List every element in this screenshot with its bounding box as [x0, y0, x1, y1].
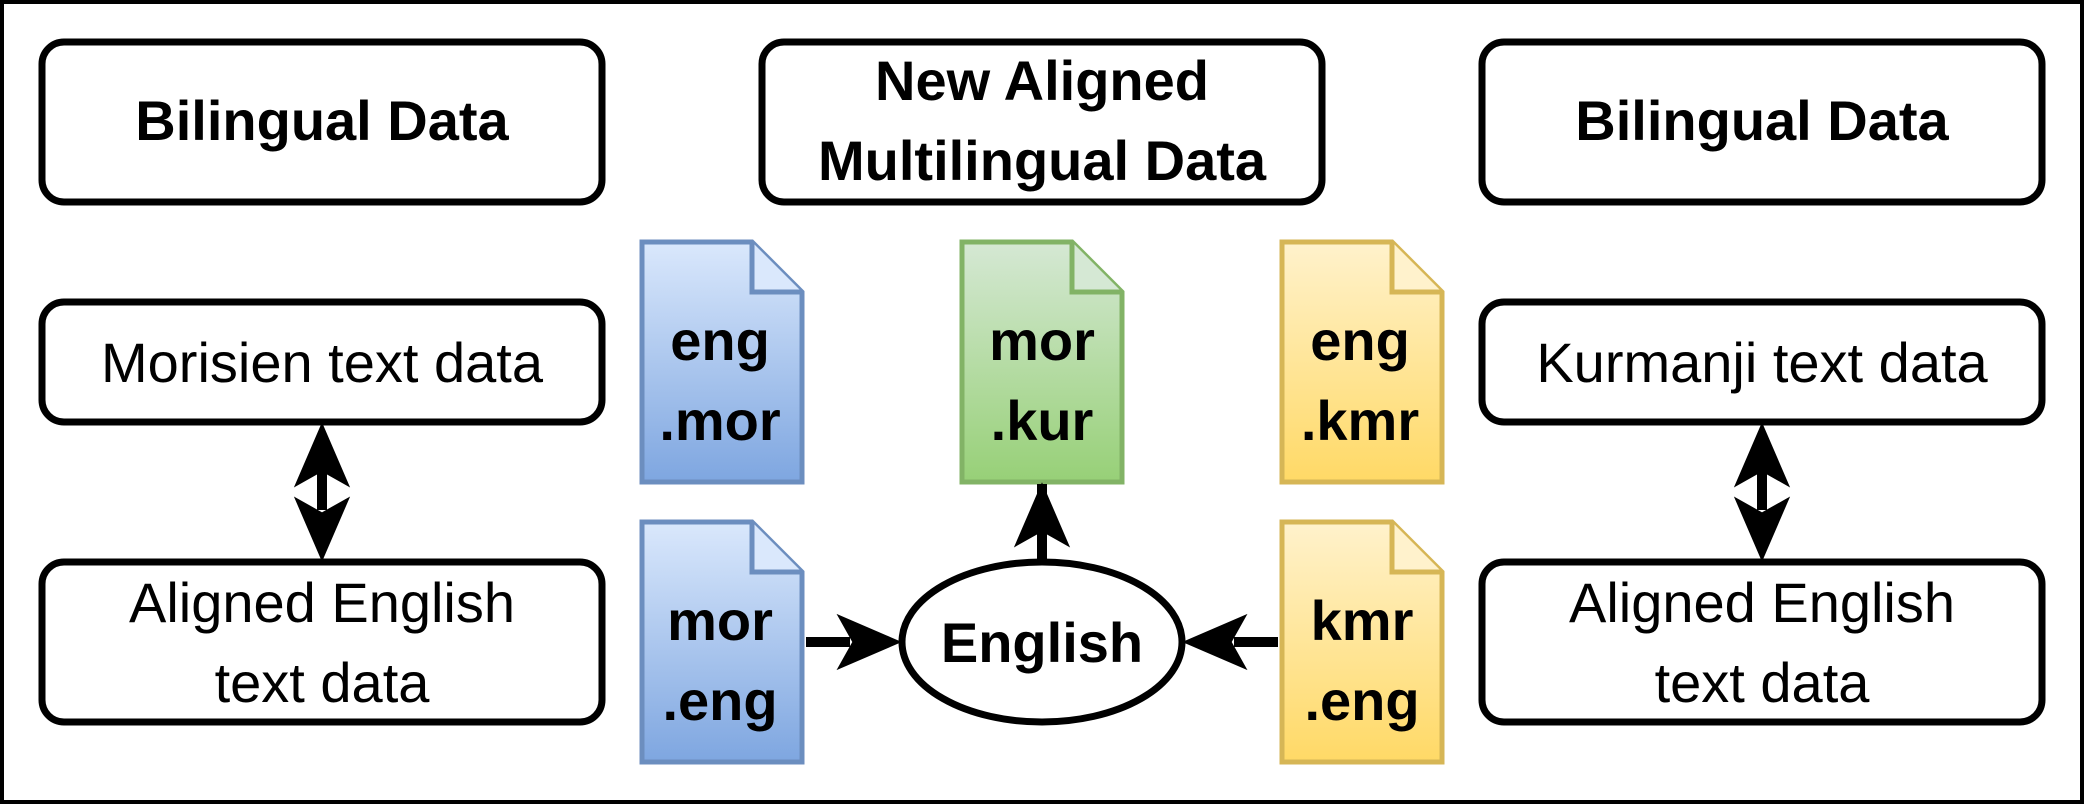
right-header-box [1478, 38, 2046, 206]
kurmanji-text-data-box [1478, 298, 2046, 426]
file-mor-eng: mor .eng [639, 519, 805, 765]
kurmanji-text-data-label: Kurmanji text data [1536, 331, 1988, 394]
english-hub: English [898, 558, 1186, 726]
file-kmr-eng-line2: .eng [1304, 669, 1419, 732]
file-eng-kmr: eng .kmr [1279, 239, 1445, 485]
left-aligned-english-line1: Aligned English [129, 571, 515, 634]
left-aligned-english-box [38, 558, 606, 726]
file-mor-kur-line1: mor [989, 309, 1095, 372]
english-hub-label: English [941, 611, 1143, 674]
left-panel: Bilingual Data Morisien text data Aligne… [38, 38, 606, 726]
left-aligned-english-line2: text data [215, 651, 431, 714]
file-mor-kur-line2: .kur [991, 389, 1094, 452]
right-aligned-english-line2: text data [1655, 651, 1871, 714]
file-eng-mor: eng .mor [639, 239, 805, 485]
file-mor-eng-line1: mor [667, 589, 773, 652]
center-header-line2: Multilingual Data [818, 129, 1267, 192]
right-header-text: Bilingual Data [1575, 89, 1949, 152]
morisien-text-data-box [38, 298, 606, 426]
right-aligned-english-box [1478, 558, 2046, 726]
center-header-box [758, 38, 1326, 206]
left-header-box [38, 38, 606, 206]
arrow-mor-eng-to-english [806, 613, 902, 671]
file-kmr-eng-line1: kmr [1311, 589, 1414, 652]
right-aligned-english-line1: Aligned English [1569, 571, 1955, 634]
arrow-kmr-eng-to-english [1182, 613, 1278, 671]
morisien-text-data-label: Morisien text data [101, 331, 544, 394]
file-mor-eng-line2: .eng [662, 669, 777, 732]
right-bidirectional-arrow [1733, 422, 1791, 562]
left-header-text: Bilingual Data [135, 89, 509, 152]
file-eng-mor-line2: .mor [659, 389, 780, 452]
arrow-english-to-mor-kur [1013, 482, 1071, 560]
center-header-line1: New Aligned [875, 49, 1209, 112]
center-panel: New Aligned Multilingual Data eng .mor m… [639, 38, 1445, 765]
file-eng-kmr-line2: .kmr [1301, 389, 1419, 452]
right-panel: Bilingual Data Kurmanji text data Aligne… [1478, 38, 2046, 726]
file-mor-kur: mor .kur [959, 239, 1125, 485]
file-kmr-eng: kmr .eng [1279, 519, 1445, 765]
left-bidirectional-arrow [293, 422, 351, 562]
file-eng-kmr-line1: eng [1310, 309, 1410, 372]
file-eng-mor-line1: eng [670, 309, 770, 372]
